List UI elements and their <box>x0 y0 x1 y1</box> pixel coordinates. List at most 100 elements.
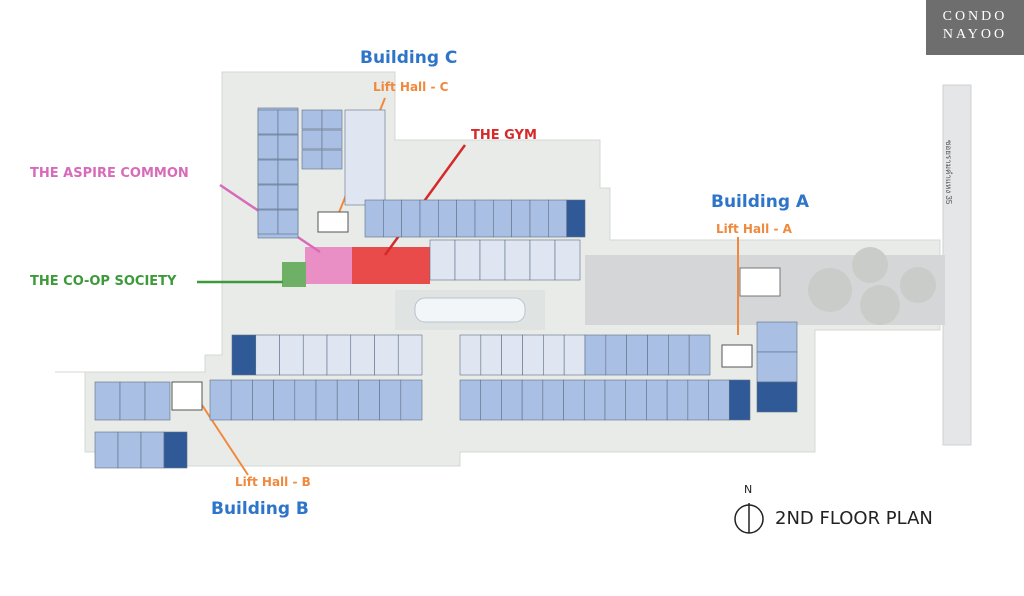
building-a-label: Building A <box>711 192 810 212</box>
unit <box>94 431 119 469</box>
unit <box>708 379 730 421</box>
unit <box>326 334 352 376</box>
unit <box>257 209 279 235</box>
unit <box>454 239 481 281</box>
lift-hall-b-label: Lift Hall - B <box>235 475 311 489</box>
north-label: N <box>744 483 753 496</box>
unit <box>604 379 627 421</box>
unit <box>252 379 274 421</box>
unit <box>119 381 146 421</box>
unit <box>566 199 586 238</box>
unit <box>688 334 711 376</box>
unit <box>94 381 121 421</box>
unit <box>358 379 380 421</box>
brand-logo: CONDO NAYOO <box>926 0 1024 55</box>
unit <box>554 239 581 281</box>
unit <box>374 334 399 376</box>
logo-line-1: CONDO <box>942 9 1008 24</box>
unit <box>479 239 506 281</box>
tree <box>900 267 936 303</box>
lift-hall-a-label: Lift Hall - A <box>716 222 792 236</box>
unit <box>605 334 627 376</box>
unit <box>301 149 323 170</box>
unit <box>231 334 257 376</box>
unit <box>756 351 798 383</box>
unit <box>584 334 607 376</box>
lift-hall-a <box>721 344 753 368</box>
unit <box>511 199 531 238</box>
unit <box>163 431 188 469</box>
unit-grid <box>94 107 798 469</box>
unit <box>383 199 402 238</box>
unit <box>419 199 439 238</box>
parking-box <box>739 267 781 297</box>
unit <box>255 334 280 376</box>
unit <box>117 431 142 469</box>
unit <box>728 379 751 421</box>
unit <box>480 379 502 421</box>
unit <box>140 431 165 469</box>
unit <box>563 334 586 376</box>
unit <box>474 199 494 238</box>
unit <box>301 129 323 150</box>
unit <box>257 134 279 160</box>
unit <box>459 334 482 376</box>
tree <box>808 268 852 312</box>
unit <box>273 379 296 421</box>
tree <box>860 285 900 325</box>
unit <box>277 159 299 185</box>
unit <box>257 184 279 210</box>
unit <box>315 379 338 421</box>
unit <box>687 379 709 421</box>
unit <box>647 334 669 376</box>
unit <box>321 109 343 130</box>
unit <box>350 334 375 376</box>
unit <box>321 129 343 150</box>
unit <box>401 199 421 238</box>
unit <box>504 239 531 281</box>
unit <box>668 334 690 376</box>
unit <box>277 134 299 160</box>
unit <box>563 379 585 421</box>
aspire-common-room <box>305 247 352 284</box>
floor-plan-title: 2ND FLOOR PLAN <box>775 508 933 529</box>
unit <box>529 239 556 281</box>
unit <box>521 379 544 421</box>
unit <box>336 379 359 421</box>
unit <box>625 379 647 421</box>
unit <box>400 379 423 421</box>
gym-label: THE GYM <box>471 128 537 143</box>
unit <box>429 239 456 281</box>
street-name: ซอยรามคำแหง 35 <box>944 140 953 205</box>
unit <box>646 379 668 421</box>
gym-room <box>352 247 430 284</box>
unit <box>548 199 567 238</box>
unit <box>459 379 482 421</box>
pool <box>414 297 526 323</box>
unit <box>279 334 304 376</box>
unit <box>529 199 549 238</box>
unit <box>501 334 523 376</box>
unit <box>543 334 565 376</box>
unit <box>209 379 232 421</box>
unit <box>756 381 798 413</box>
unit <box>344 109 386 206</box>
unit <box>522 334 544 376</box>
unit <box>321 149 343 170</box>
unit <box>493 199 512 238</box>
unit <box>230 379 253 421</box>
unit <box>480 334 502 376</box>
lift-hall-c-label: Lift Hall - C <box>373 80 449 94</box>
building-b-label: Building B <box>211 499 309 519</box>
unit <box>379 379 402 421</box>
logo-line-2: NAYOO <box>942 27 1008 42</box>
unit <box>301 109 323 130</box>
unit <box>456 199 476 238</box>
aspire-common-label: THE ASPIRE COMMON <box>30 166 189 181</box>
coop-society-label: THE CO-OP SOCIETY <box>30 274 177 289</box>
unit <box>144 381 171 421</box>
liftb-leader <box>201 404 249 476</box>
coop-room <box>282 262 306 287</box>
unit <box>277 109 299 135</box>
